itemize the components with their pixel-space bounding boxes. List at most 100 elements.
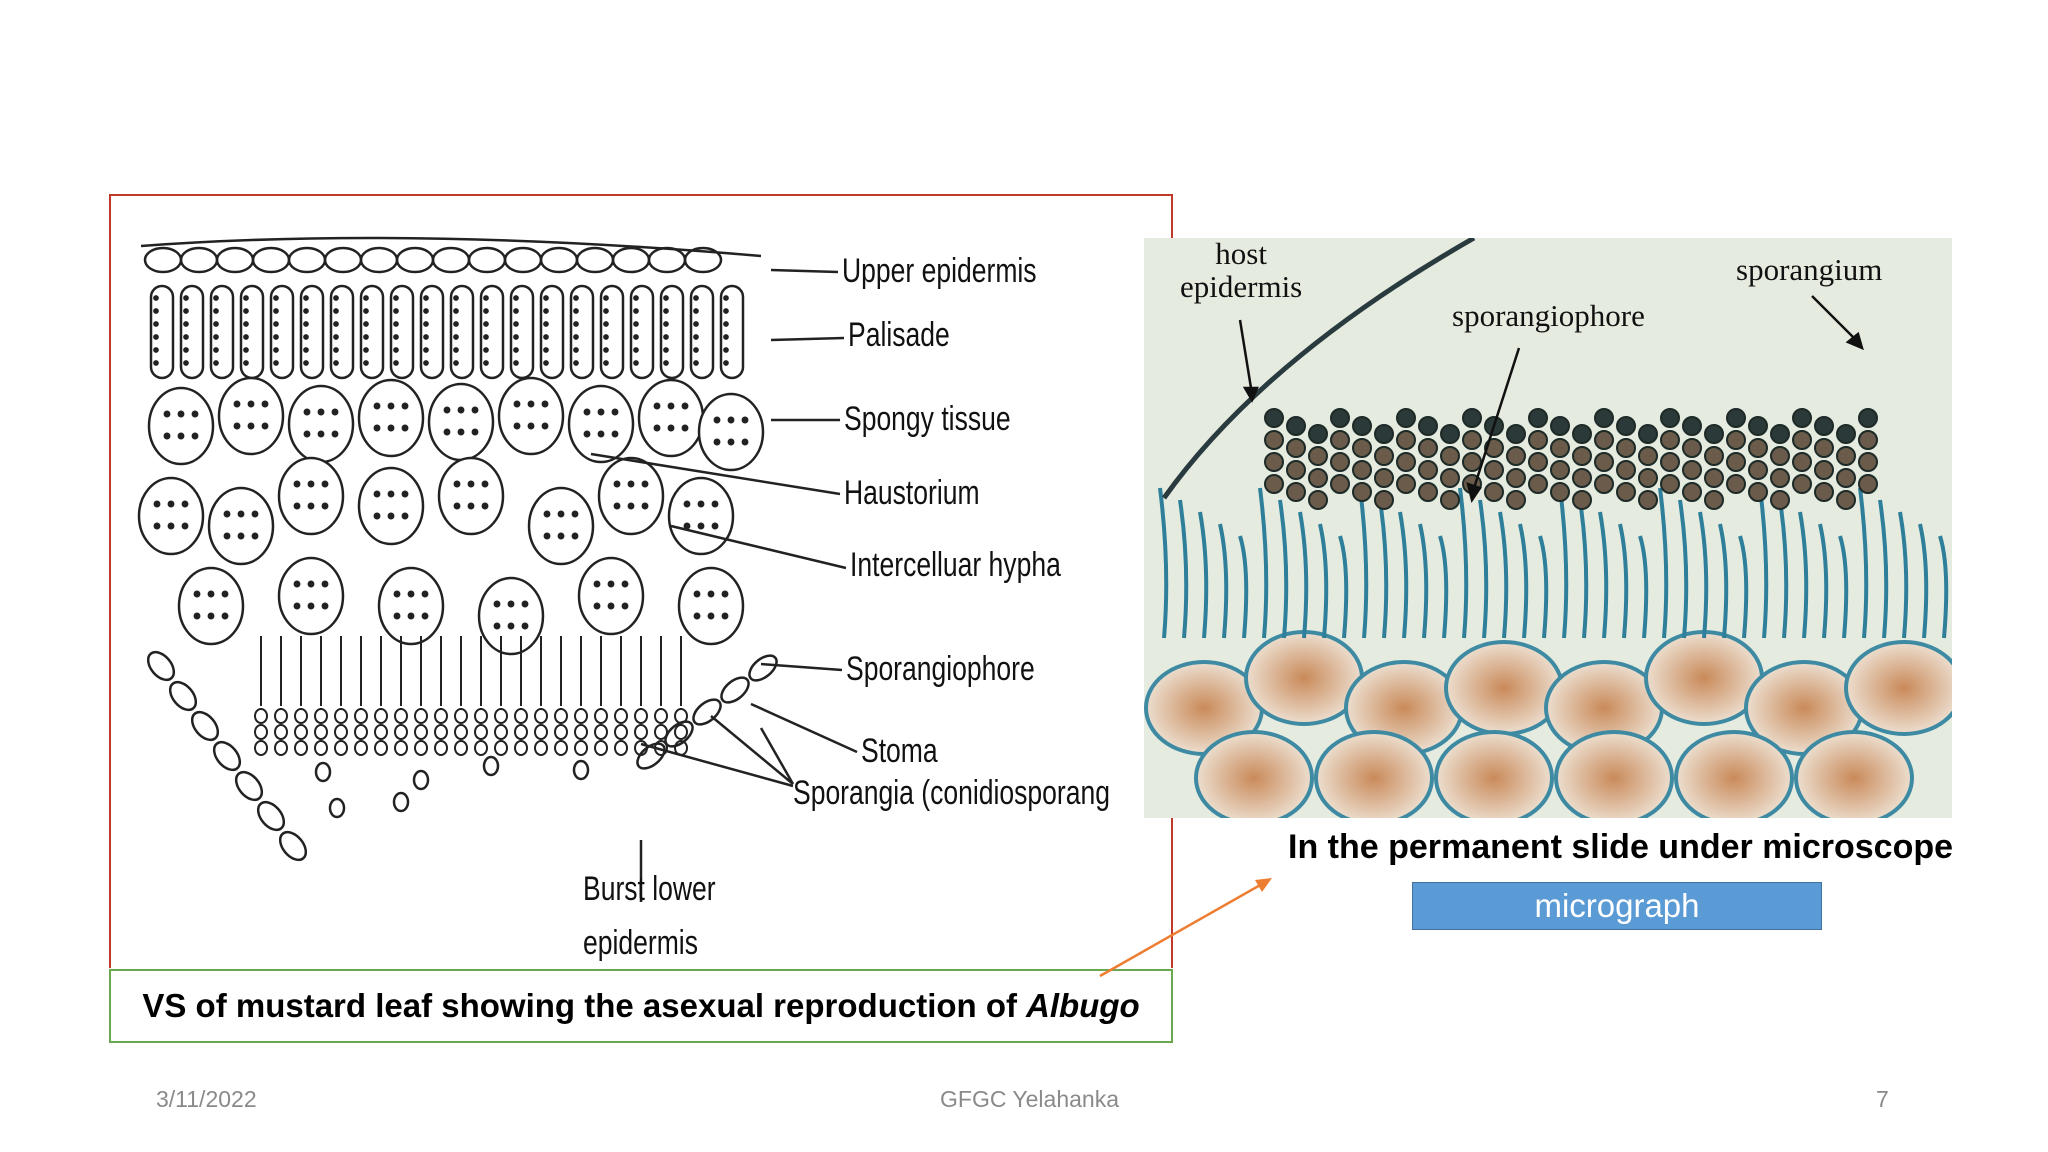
micro-sporangium [1748,416,1768,436]
lower-epidermis-cell [146,650,176,682]
sporangium [274,724,288,740]
cell-dot [167,500,175,508]
sporangium [334,724,348,740]
micro-sporangium [1572,424,1592,444]
label-upper-epidermis: Upper epidermis [842,252,1037,290]
chloroplast-dot [333,321,339,327]
lower-epidermis-cell [212,740,242,772]
chloroplast-dot [663,295,669,301]
cell-dot [543,532,551,540]
sporangium [614,724,628,740]
cell-dot [181,522,189,530]
cell-dot [221,612,229,620]
sporangium [654,708,668,724]
epidermis-cell [251,246,291,274]
epidermis-cell [503,246,543,274]
sporangium [494,708,508,724]
cell-dot [583,430,591,438]
hypha [1558,487,1569,639]
cell-dot [641,502,649,510]
cell-dot [293,480,301,488]
sporangium [614,740,628,756]
sporangia-chains [1264,408,1878,510]
cell-dot [247,400,255,408]
cell-dot [153,522,161,530]
cell-dot [163,432,171,440]
cell-dot [443,406,451,414]
palisade-cell [539,284,565,380]
chloroplast-dot [663,360,669,366]
spongy-cell [217,376,285,456]
micro-sporangium [1836,490,1856,510]
chloroplast-dot [423,347,429,353]
sporangium [474,740,488,756]
host-tissue [1144,630,1952,818]
host-cell [1794,730,1914,818]
host-cell [1674,730,1794,818]
micro-sporangium [1726,474,1746,494]
label-sporangiophore-micro: sporangiophore [1452,298,1645,333]
chloroplast-dot [453,334,459,340]
cell-dot [321,602,329,610]
cell-dot [293,602,301,610]
label-haustorium: Haustorium [844,474,980,512]
cell-dot [193,590,201,598]
chloroplast-dot [693,334,699,340]
cell-dot [471,406,479,414]
cell-dot [513,422,521,430]
hypha [1158,487,1169,639]
chloroplast-dot [153,334,159,340]
palisade-cell [179,284,205,380]
hypha [1318,523,1329,639]
chloroplast-dot [723,347,729,353]
cell-dot [321,480,329,488]
cell-dot [401,402,409,410]
released-sporangium [482,755,500,777]
cell-dot [641,480,649,488]
micro-sporangium [1594,474,1614,494]
chloroplast-dot [243,360,249,366]
sporangium [314,740,328,756]
micro-sporangium [1330,474,1350,494]
spongy-cell [357,466,425,546]
host-cell [1844,640,1952,736]
micro-sporangium [1682,482,1702,502]
chloroplast-dot [243,347,249,353]
micro-sporangium [1264,474,1284,494]
chloroplast-dot [543,295,549,301]
chloroplast-dot [663,308,669,314]
cell-dot [607,580,615,588]
cell-dot [721,590,729,598]
micro-sporangium [1660,474,1680,494]
chloroplast-dot [693,347,699,353]
sporangium [574,724,588,740]
cell-dot [401,490,409,498]
cell-dot [627,502,635,510]
cell-dot [507,600,515,608]
micro-sporangium [1528,452,1548,472]
hypha [1858,487,1869,639]
sporangium [634,708,648,724]
micro-sporangium [1814,416,1834,436]
chloroplast-dot [213,347,219,353]
chloroplast-dot [663,321,669,327]
chloroplast-dot [273,347,279,353]
cell-dot [177,432,185,440]
chloroplast-dot [303,321,309,327]
epidermis-cell [179,246,219,274]
cell-dot [251,532,259,540]
micro-sporangium [1352,438,1372,458]
chloroplast-dot [513,321,519,327]
hypha [1678,499,1689,639]
cell-dot [557,510,565,518]
chloroplast-dot [393,308,399,314]
epidermis-cell [611,246,651,274]
micro-sporangium [1462,408,1482,428]
chloroplast-dot [243,295,249,301]
chloroplast-dot [393,347,399,353]
sporangium [474,724,488,740]
epidermis-cell [647,246,687,274]
hypha [1418,523,1429,639]
chloroplast-dot [183,334,189,340]
hypha [1298,511,1309,639]
